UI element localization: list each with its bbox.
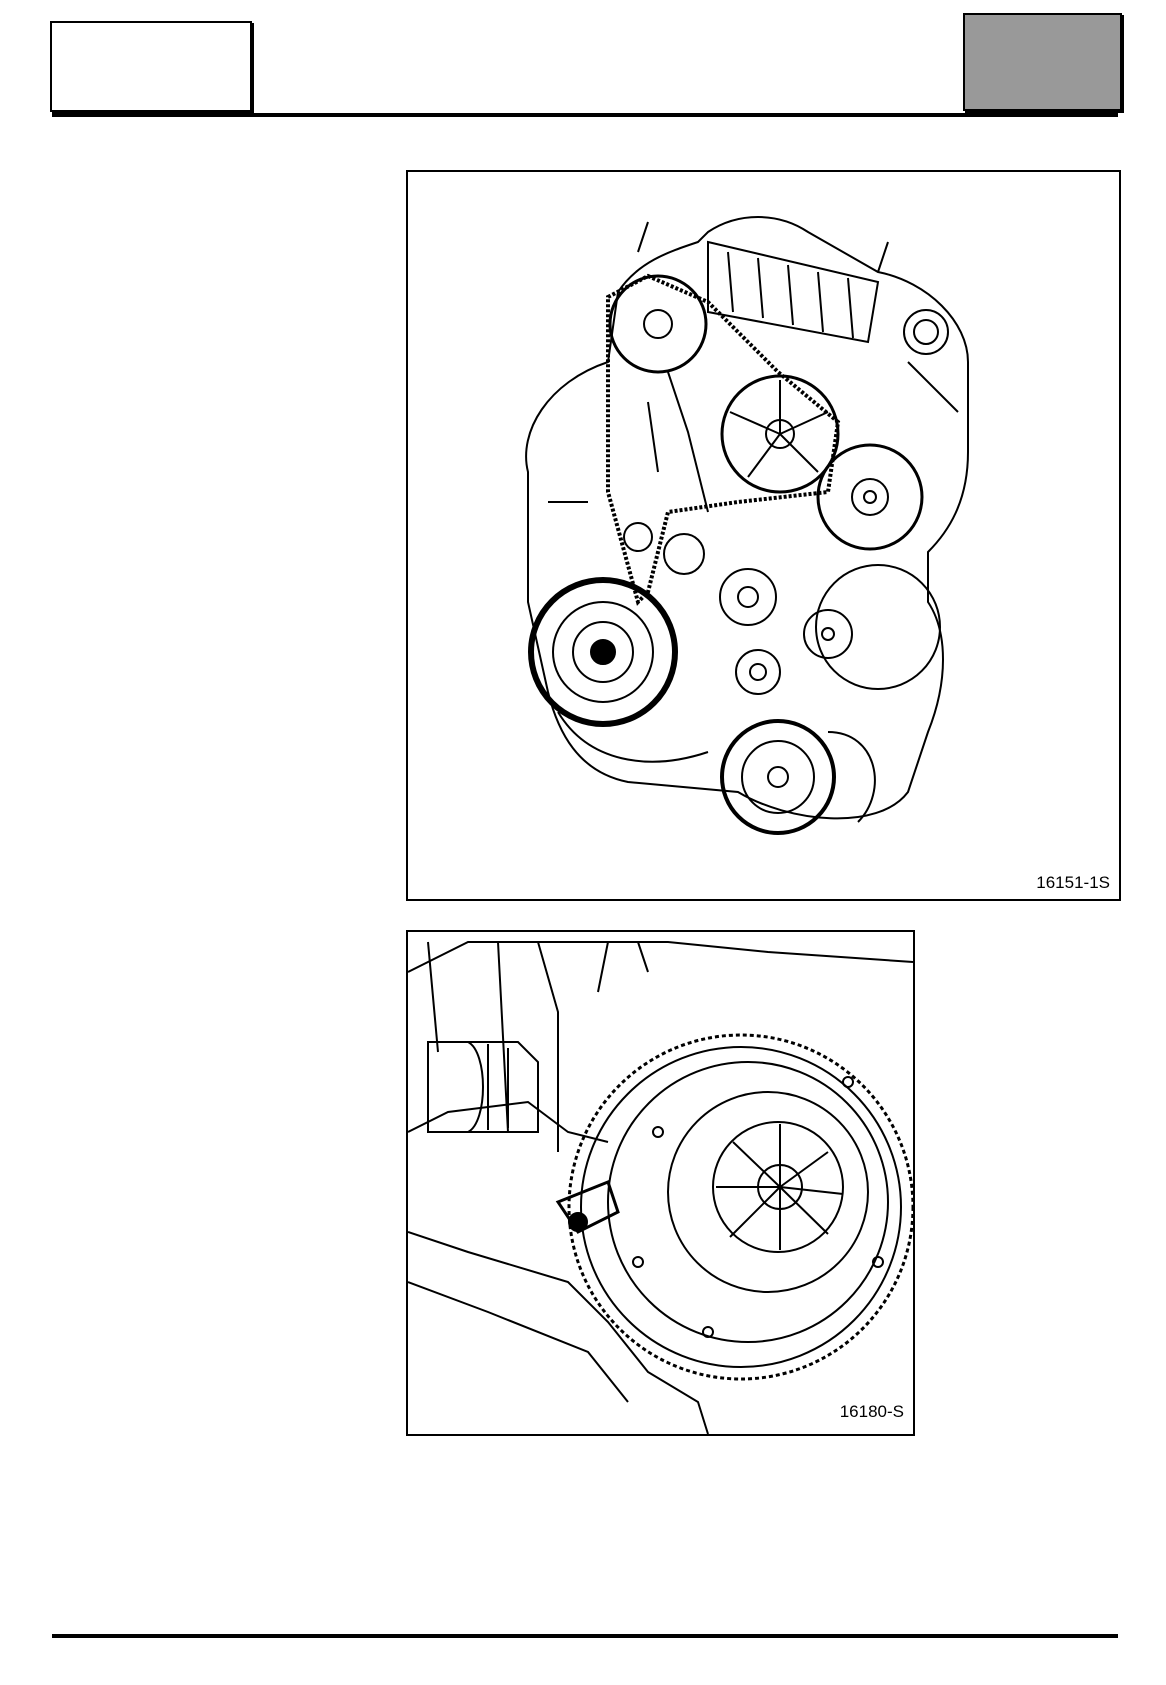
figure-label: 16180-S [839,1402,904,1421]
flywheel-clutch-drawing [408,941,913,1434]
header-left-box [50,21,252,112]
footer-rule [52,1634,1118,1638]
flywheel-clutch-figure: 16180-S [406,930,915,1436]
figure-label: 16151-1S [1036,873,1110,892]
engine-front-figure: 16151-1S [406,170,1121,901]
header-right-box [963,13,1122,111]
engine-front-drawing [525,216,969,835]
header-rule [52,113,1118,117]
